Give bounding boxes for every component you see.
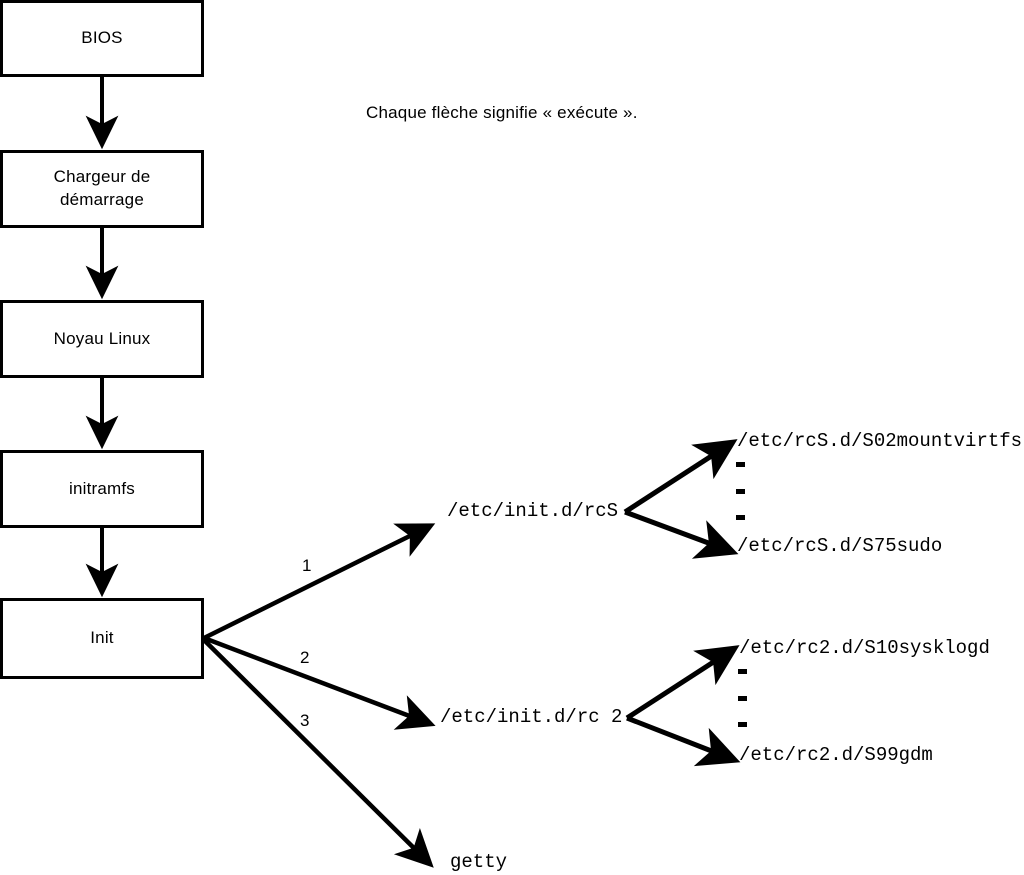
diagram-caption: Chaque flèche signifie « exécute ». — [366, 103, 638, 122]
node-initramfs-label: initramfs — [68, 478, 136, 498]
edge-init-to-rcs — [203, 523, 436, 641]
node-bootloader-label: Chargeur de démarrage — [53, 167, 151, 209]
node-bios-label: BIOS — [81, 28, 123, 48]
edge-rcs-to-s75sudo — [624, 509, 739, 559]
edge-label-3: 3 — [300, 711, 310, 730]
rcs-scripts-ellipsis — [736, 462, 745, 520]
node-bios[interactable]: BIOS — [0, 0, 204, 77]
rc2-scripts-ellipsis — [738, 669, 747, 727]
edge-label-1: 1 — [302, 556, 312, 575]
node-rc2-last-script[interactable]: /etc/rc2.d/S99gdm — [739, 744, 933, 766]
node-rc2-first-script[interactable]: /etc/rc2.d/S10sysklogd — [739, 637, 990, 659]
edge-rc2-to-s10sysklogd — [625, 645, 740, 721]
node-init-label: Init — [90, 628, 114, 648]
node-rcs-first-script[interactable]: /etc/rcS.d/S02mountvirtfs — [737, 430, 1023, 452]
node-rcs[interactable]: /etc/init.d/rcS — [447, 500, 619, 522]
node-bootloader[interactable]: Chargeur de démarrage — [0, 150, 204, 228]
node-rcs-last-script[interactable]: /etc/rcS.d/S75sudo — [737, 535, 943, 557]
node-getty[interactable]: getty — [450, 851, 508, 873]
edge-init-to-rc2 — [203, 635, 436, 730]
edge-init-to-getty — [202, 638, 434, 868]
node-kernel-label: Noyau Linux — [53, 328, 151, 348]
edge-rc2-to-s99gdm — [626, 715, 741, 767]
node-rc2[interactable]: /etc/init.d/rc 2 — [440, 706, 623, 728]
edge-rcs-to-s02mountvirtfs — [623, 439, 738, 515]
node-initramfs[interactable]: initramfs — [0, 450, 204, 528]
node-kernel[interactable]: Noyau Linux — [0, 300, 204, 378]
edge-label-2: 2 — [300, 648, 310, 667]
node-init[interactable]: Init — [0, 598, 204, 679]
